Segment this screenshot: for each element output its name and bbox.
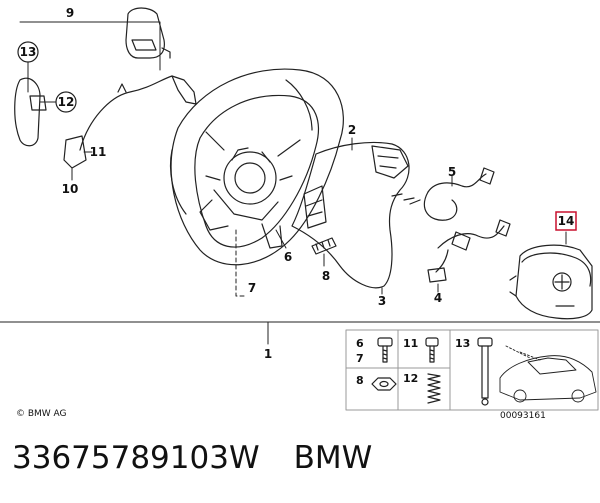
callout-ring-13	[17, 41, 39, 63]
legend-13: 13	[455, 337, 470, 350]
pin-icon	[477, 337, 493, 406]
airbag-module	[509, 244, 593, 320]
callout-14: 14	[558, 214, 575, 228]
spring-icon	[427, 373, 441, 404]
cover-trim	[291, 141, 415, 289]
callout-6: 6	[284, 250, 292, 264]
paddle-shifter-left	[14, 77, 47, 147]
callout-ring-12	[55, 91, 77, 113]
legend-11: 11	[403, 337, 418, 350]
copyright: © BMW AG	[16, 409, 67, 419]
leader-6	[275, 229, 287, 249]
callout-7: 7	[248, 281, 256, 295]
harness-5	[409, 167, 495, 221]
callout-12: 12	[58, 95, 75, 109]
legend-12: 12	[403, 372, 418, 385]
leader-7	[235, 229, 245, 297]
callout-3: 3	[378, 294, 386, 308]
hardware-legend-box	[345, 329, 599, 411]
callout-1: 1	[264, 347, 272, 361]
hardware-legend-divider	[345, 329, 451, 411]
part-caption: 33675789103W BMW	[12, 440, 372, 476]
brand-name: BMW	[293, 440, 373, 476]
nut-icon	[371, 377, 397, 391]
callout-10: 10	[62, 182, 79, 196]
leader-9	[19, 21, 161, 71]
drawing-number: 00093161	[500, 411, 546, 421]
callout-2: 2	[348, 123, 356, 137]
parts-diagram: 9 13 12 11 10 2 5 6 8 7 3 4 14 1 6 7 8 1…	[0, 6, 600, 421]
legend-7: 7	[356, 352, 364, 365]
clip-part	[311, 237, 337, 255]
paddle-shifter-top	[125, 7, 171, 59]
callout-11: 11	[90, 145, 107, 159]
switch-harness	[63, 75, 197, 169]
callout-9: 9	[66, 6, 74, 20]
harness-4	[427, 219, 511, 283]
legend-6: 6	[356, 337, 364, 350]
legend-8: 8	[356, 374, 364, 387]
car-silhouette	[499, 345, 597, 403]
steering-wheel	[169, 68, 344, 266]
callout-8: 8	[322, 269, 330, 283]
callout-13: 13	[20, 45, 37, 59]
screw-icon	[425, 337, 439, 363]
callout-5: 5	[448, 165, 456, 179]
highlight-box-14	[555, 211, 577, 231]
screw-icon	[377, 337, 393, 363]
part-number: 33675789103W	[12, 440, 260, 476]
callout-4: 4	[434, 291, 442, 305]
